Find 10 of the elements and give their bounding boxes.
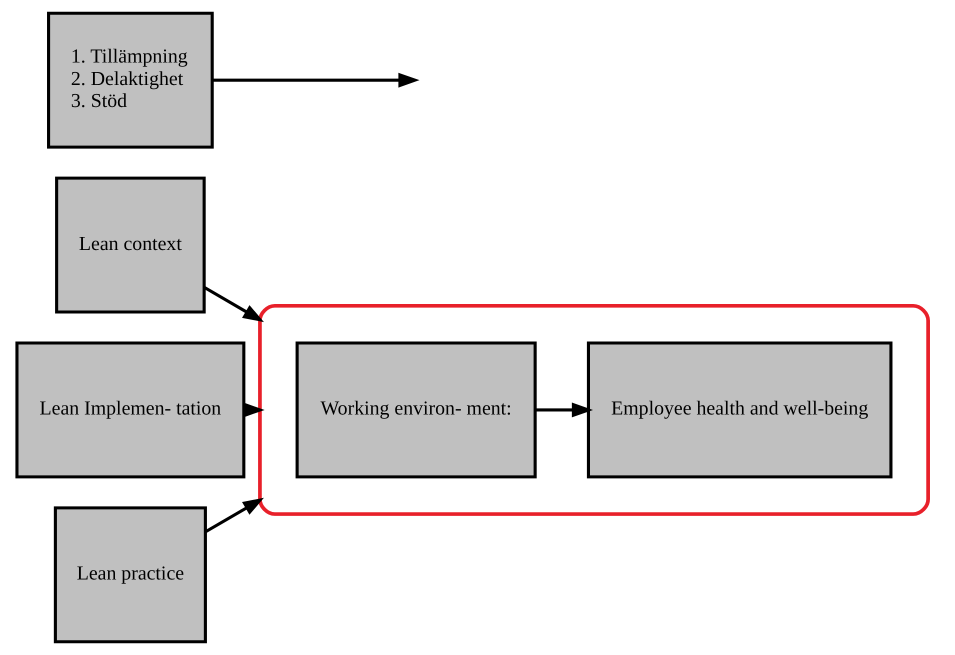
node-box: Lean practice <box>54 506 207 644</box>
arrow <box>203 286 264 322</box>
node-box: Working environ- ment: <box>296 341 537 478</box>
arrow <box>204 498 264 534</box>
node-box: 1. Tillämpning 2. Delaktighet 3. Stöd <box>47 12 214 149</box>
node-box: Lean context <box>55 176 206 314</box>
cluster <box>258 304 930 516</box>
node-box: Employee health and well-being <box>586 341 892 478</box>
arrow <box>212 72 420 88</box>
arrow <box>536 402 593 418</box>
